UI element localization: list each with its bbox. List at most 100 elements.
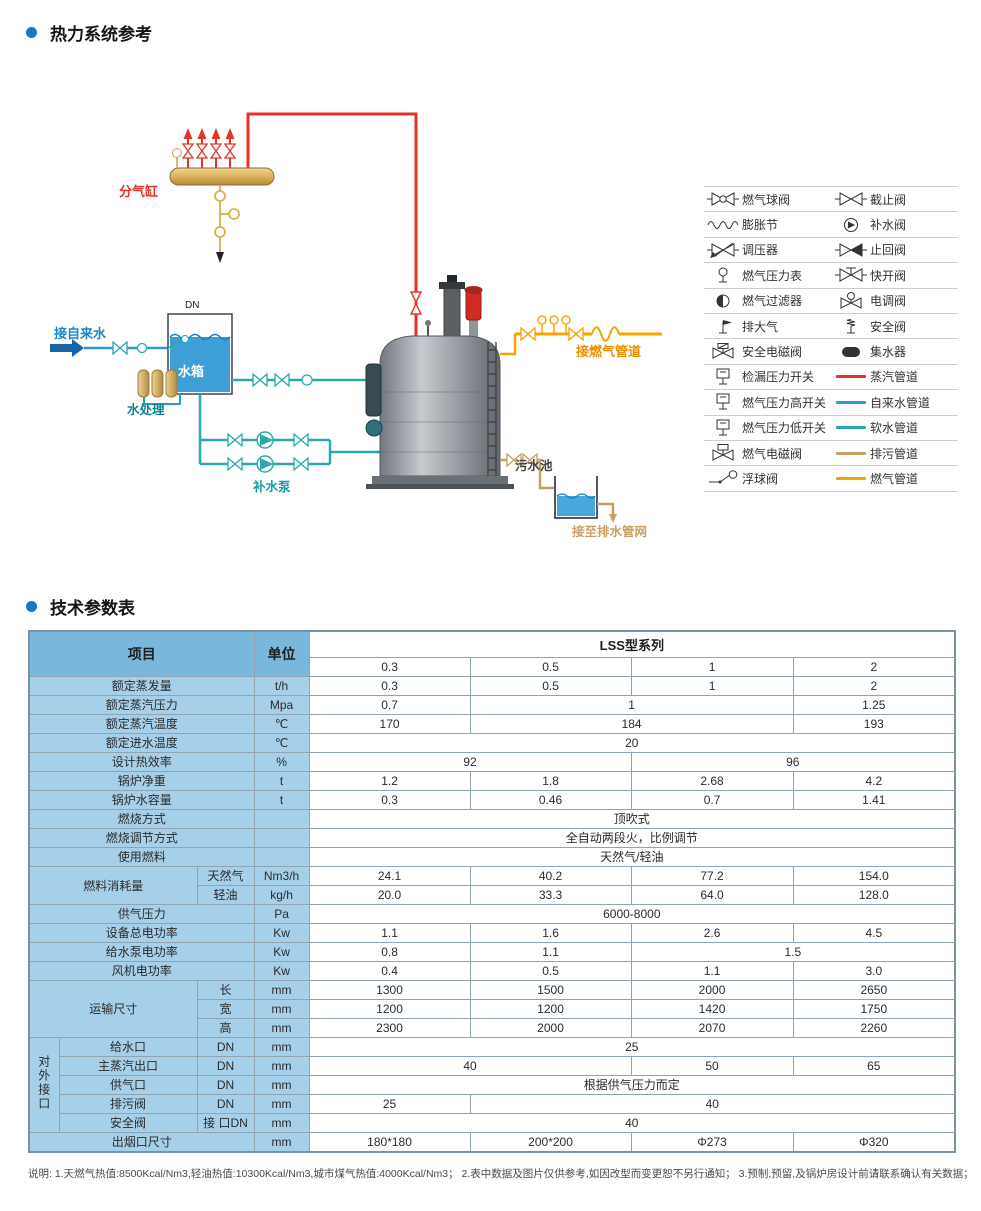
unit-cell: t/h [253, 675, 310, 696]
value-cell: 3.0 [792, 960, 956, 981]
sub-label-cell: 轻油 [196, 884, 255, 905]
sub-label-cell: 高 [196, 1017, 255, 1038]
param-label-cell: 安全阀 [58, 1112, 198, 1133]
param-label-cell: 出烟口尺寸 [28, 1131, 255, 1152]
param-label-cell: 给水泵电功率 [28, 941, 255, 962]
param-label-cell: 额定蒸汽温度 [28, 713, 255, 734]
param-label-cell: 主蒸汽出口 [58, 1055, 198, 1076]
legend-label: 快开阀 [870, 268, 907, 283]
unit-cell: mm [253, 1074, 310, 1095]
value-cell: 20.0 [308, 884, 471, 905]
tap-water-pipe-line [836, 400, 866, 404]
thermal-system-diagram: 分气缸 接自来水 水箱 DN 水处理 [50, 112, 662, 539]
value-cell: 200*200 [469, 1131, 632, 1152]
value-cell: 天然气/轻油 [308, 846, 956, 867]
value-cell: 193 [792, 713, 956, 734]
legend-label: 燃气压力低开关 [742, 421, 827, 436]
gas-solenoid-valve-icon [712, 444, 734, 461]
value-cell: 1300 [308, 979, 471, 1000]
table-row: 运输尺寸 长 mm 1300 1500 2000 2650 [28, 979, 956, 1038]
value-cell: 77.2 [630, 865, 794, 886]
water-treatment-label: 水处理 [127, 402, 165, 417]
gas-pipe-label: 接燃气管道 [576, 344, 641, 359]
legend-label: 补水阀 [870, 218, 907, 233]
value-cell: 0.3 [308, 789, 471, 810]
steam-pipe [246, 112, 423, 336]
table-row: 宽 mm 1200 1200 1420 1750 [29, 998, 956, 1019]
param-label-cell: 设计热效率 [28, 751, 255, 772]
param-label-cell: 燃料消耗量 [28, 865, 198, 905]
value-cell: 1200 [469, 998, 632, 1019]
value-cell: 1 [630, 675, 794, 696]
unit-cell: mm [253, 1112, 310, 1133]
makeup-water-valve-icon [844, 217, 858, 232]
legend-label: 安全阀 [870, 319, 907, 334]
gas-pressure-low-switch-icon [716, 419, 730, 436]
value-cell: 1.1 [308, 922, 471, 943]
param-label-cell: 供气压力 [28, 903, 255, 924]
model-cell: 2 [792, 656, 956, 677]
value-cell: 0.5 [469, 960, 632, 981]
table-row: 设备总电功率 Kw 1.1 1.6 2.6 4.5 [28, 922, 956, 943]
value-cell: 1420 [630, 998, 794, 1019]
value-cell: Φ273 [630, 1131, 794, 1152]
param-label-cell: 运输尺寸 [28, 979, 198, 1038]
value-cell: 1.1 [469, 941, 632, 962]
unit-cell: Kw [253, 922, 310, 943]
unit-cell: mm [253, 1131, 310, 1152]
value-cell: 40 [469, 1093, 956, 1114]
table-row: 高 mm 2300 2000 2070 2260 [29, 1017, 956, 1038]
tap-water-label: 接自来水 [54, 326, 107, 341]
unit-cell [253, 827, 310, 848]
legend-label: 燃气压力高开关 [742, 395, 827, 410]
value-cell: 170 [308, 713, 471, 734]
series-header: LSS型系列 [308, 630, 956, 658]
feed-pumps: 补水泵 [227, 372, 313, 494]
unit-cell: Kw [253, 960, 310, 981]
value-cell: 128.0 [792, 884, 956, 905]
check-valve-icon [834, 243, 868, 257]
value-cell: 40 [308, 1055, 632, 1076]
table-row: 锅炉净重 t 1.2 1.8 2.68 4.2 [28, 770, 956, 791]
unit-cell: Kw [253, 941, 310, 962]
param-label-cell: 燃烧调节方式 [28, 827, 255, 848]
table-row: 主蒸汽出口 DN mm 40 50 65 [29, 1055, 956, 1076]
param-label-cell: 排污阀 [58, 1093, 198, 1114]
param-label-cell: 锅炉水容量 [28, 789, 255, 810]
soft-water-pipe-line [836, 426, 866, 430]
unit-cell: Pa [253, 903, 310, 924]
unit-cell: mm [253, 1017, 310, 1038]
unit-cell: Nm3/h [253, 865, 310, 886]
table-row: 燃料消耗量 天然气 Nm3/h 24.1 40.2 77.2 154.0 [28, 865, 956, 905]
table-row: 锅炉水容量 t 0.3 0.46 0.7 1.41 [28, 789, 956, 810]
value-cell: 154.0 [792, 865, 956, 886]
legend-label: 调压器 [742, 243, 779, 258]
tap-water-inlet: 接自来水 [50, 326, 168, 357]
param-label-cell: 额定进水温度 [28, 732, 255, 753]
gas-pressure-high-switch-icon [716, 393, 730, 410]
value-cell: 1750 [792, 998, 956, 1019]
sub-label-cell: DN [196, 1055, 255, 1076]
value-cell: 1500 [469, 979, 632, 1000]
param-label-cell: 设备总电功率 [28, 922, 255, 943]
value-cell: 1.2 [308, 770, 471, 791]
legend-label: 浮球阀 [742, 471, 779, 486]
table-row: 供气口 DN mm 根据供气压力而定 [29, 1074, 956, 1095]
leak-pressure-switch-icon [716, 368, 730, 385]
bullet-icon [26, 601, 37, 612]
table-row: 风机电功率 Kw 0.4 0.5 1.1 3.0 [28, 960, 956, 981]
table-row: 燃烧方式 顶吹式 [28, 808, 956, 829]
table-row: 出烟口尺寸 mm 180*180 200*200 Φ273 Φ320 [28, 1131, 956, 1152]
legend-row: 调压器 止回阀 [704, 238, 958, 264]
value-cell: 40 [308, 1112, 956, 1133]
model-cell: 0.5 [469, 656, 632, 677]
legend-label: 集水器 [870, 345, 907, 360]
value-cell: 20 [308, 732, 956, 753]
table-row: 安全阀 接 口DN mm 40 [29, 1112, 956, 1133]
water-treatment: 水处理 [127, 369, 181, 417]
param-label-cell: 使用燃料 [28, 846, 255, 867]
value-cell: 2 [792, 675, 956, 696]
value-cell: 24.1 [308, 865, 471, 886]
table-row: 使用燃料 天然气/轻油 [28, 846, 956, 867]
legend-label: 燃气过滤器 [742, 294, 803, 309]
